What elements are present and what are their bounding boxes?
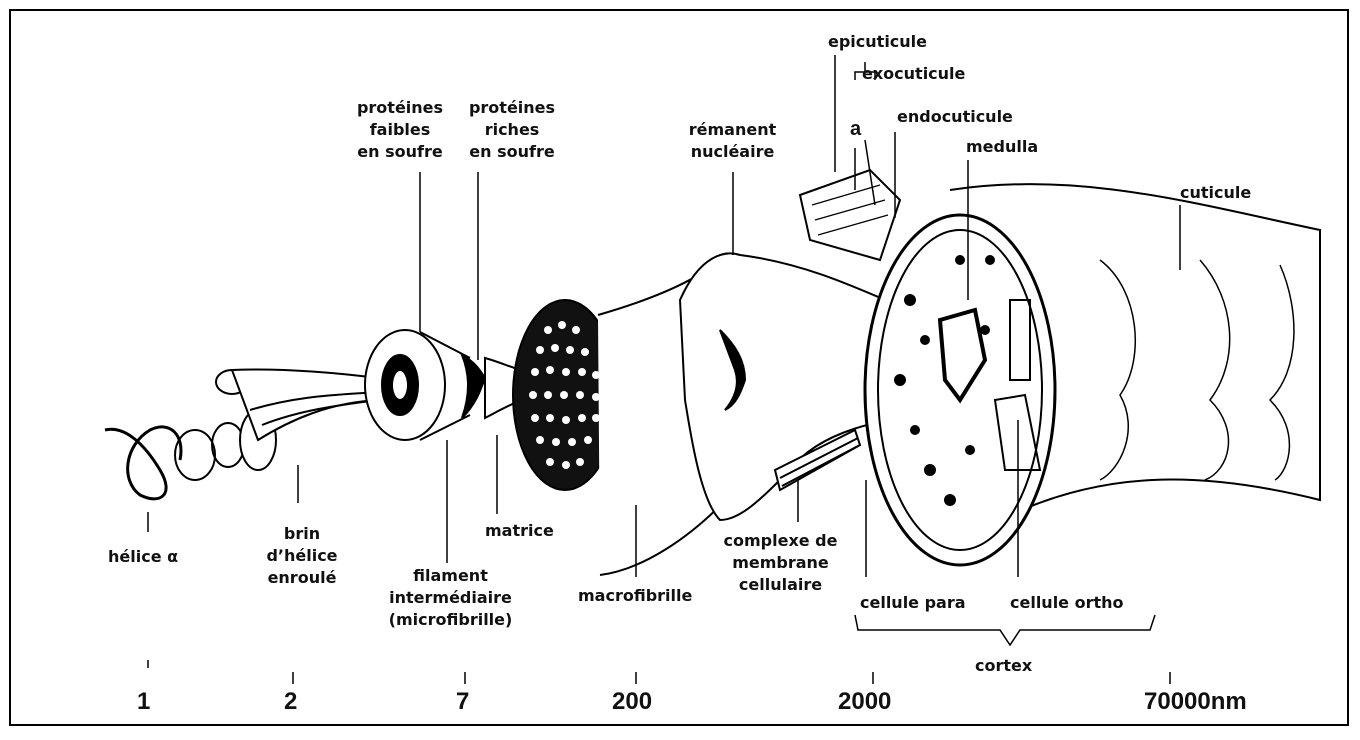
label-complexe-membrane: complexe de membrane cellulaire [718,530,843,596]
label-line: en soufre [462,141,562,163]
label-line: enroulé [252,567,352,589]
label-endocuticule: endocuticule [897,106,1013,128]
scale-value-2: 2 [284,688,297,716]
label-medulla: medulla [966,136,1038,158]
label-line: brin [252,523,352,545]
label-matrice: matrice [485,520,554,542]
label-line: riches [462,119,562,141]
label-line: protéines [345,97,455,119]
label-line: intermédiaire [383,587,518,609]
label-line: rémanent [680,119,785,141]
label-line: filament [383,565,518,587]
scale-value-200: 200 [612,688,652,716]
label-line: (microfibrille) [383,609,518,631]
label-brin-helice: brin d’hélice enroulé [252,523,352,589]
scale-value-2000: 2000 [838,688,891,716]
label-helice-alpha: hélice α [108,546,178,568]
label-line: complexe de [718,530,843,552]
label-a: a [850,118,861,140]
cortex-cylinder-drawing [800,170,1320,565]
scale-value-70000nm: 70000nm [1144,688,1247,716]
label-macrofibrille: macrofibrille [578,585,692,607]
label-remanent-nucleaire: rémanent nucléaire [680,119,785,163]
label-line: protéines [462,97,562,119]
label-line: cellulaire [718,574,843,596]
label-cellule-para: cellule para [860,592,966,614]
label-filament-intermediaire: filament intermédiaire (microfibrille) [383,565,518,631]
coiled-coil-drawing [216,369,380,470]
scale-value-7: 7 [456,688,469,716]
label-exocuticule: exocuticule [862,63,965,85]
label-line: nucléaire [680,141,785,163]
scale-value-1: 1 [137,688,150,716]
label-cortex: cortex [975,655,1032,677]
label-line: d’hélice [252,545,352,567]
label-cuticule: cuticule [1180,182,1251,204]
alpha-helix-drawing [105,423,244,499]
label-line: faibles [345,119,455,141]
label-line: membrane [718,552,843,574]
label-proteines-riches: protéines riches en soufre [462,97,562,163]
label-epicuticule: epicuticule [828,31,927,53]
label-cellule-ortho: cellule ortho [1010,592,1124,614]
label-proteines-faibles: protéines faibles en soufre [345,97,455,163]
label-line: en soufre [345,141,455,163]
